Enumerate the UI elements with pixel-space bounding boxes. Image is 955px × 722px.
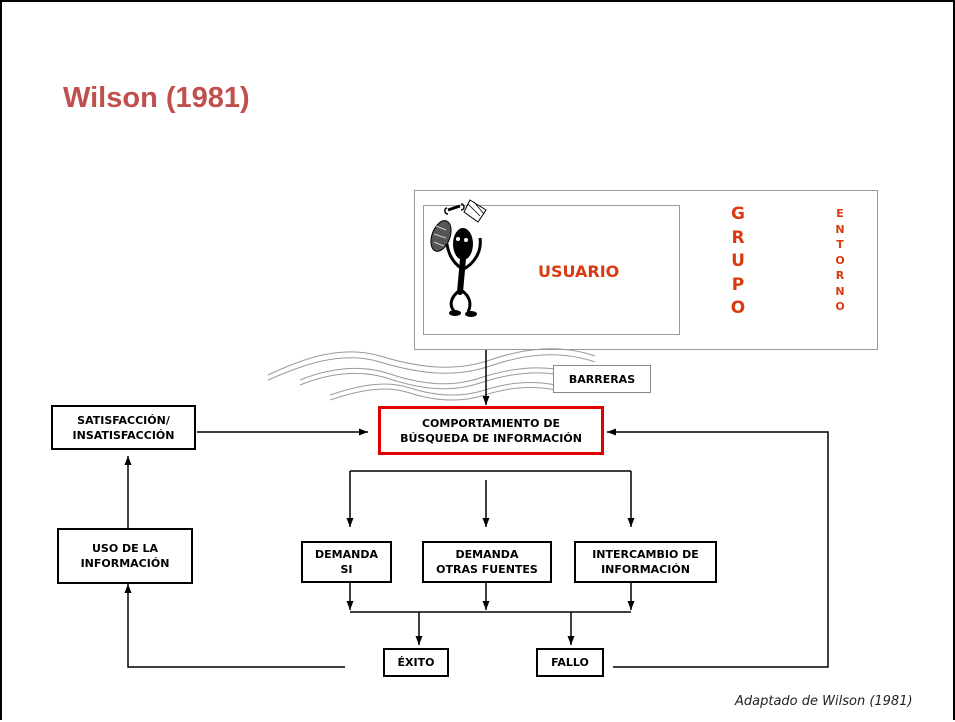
letter: R: [835, 269, 845, 282]
slide-title: Wilson (1981): [63, 82, 250, 114]
letter: O: [835, 253, 845, 267]
source-credit: Adaptado de Wilson (1981): [735, 694, 913, 709]
barriers-box: BARRERAS: [553, 365, 651, 393]
success-box: ÉXITO: [383, 648, 449, 677]
letter: U: [731, 251, 745, 271]
failure-label: FALLO: [551, 656, 589, 669]
letter: O: [730, 298, 746, 318]
demand-other-sources-box: DEMANDA OTRAS FUENTES: [422, 541, 552, 583]
demand-systems-box: DEMANDA SI: [301, 541, 392, 583]
barrier-waves: [267, 348, 596, 401]
information-exchange-label: INTERCAMBIO DE INFORMACIÓN: [592, 548, 699, 576]
user-label: USUARIO: [538, 262, 620, 281]
letter: O: [835, 300, 845, 313]
information-use-label: USO DE LA INFORMACIÓN: [80, 542, 170, 570]
letter: N: [835, 284, 845, 298]
information-use-box: USO DE LA INFORMACIÓN: [57, 528, 193, 584]
person-on-phone-icon: [430, 199, 487, 317]
satisfaction-label: SATISFACCIÓN/ INSATISFACCIÓN: [72, 413, 175, 442]
letter: R: [731, 227, 745, 248]
information-exchange-box: INTERCAMBIO DE INFORMACIÓN: [574, 541, 717, 583]
failure-box: FALLO: [536, 648, 604, 677]
letter: T: [836, 238, 844, 251]
connectors: [124, 350, 829, 668]
search-behavior-label: COMPORTAMIENTO DE BÚSQUEDA DE INFORMACIÓ…: [400, 416, 582, 445]
letter: G: [731, 204, 745, 224]
satisfaction-box: SATISFACCIÓN/ INSATISFACCIÓN: [51, 405, 196, 450]
letter: E: [836, 207, 844, 220]
arrow-failure-to-search: [607, 428, 829, 668]
demand-systems-label: DEMANDA SI: [315, 548, 378, 576]
barriers-label: BARRERAS: [568, 372, 636, 386]
search-behavior-box: COMPORTAMIENTO DE BÚSQUEDA DE INFORMACIÓ…: [378, 406, 604, 455]
letter: N: [835, 222, 845, 236]
letter: P: [731, 274, 745, 295]
demand-other-sources-label: DEMANDA OTRAS FUENTES: [436, 548, 538, 576]
success-label: ÉXITO: [397, 656, 435, 669]
arrow-success-to-use: [124, 584, 345, 668]
